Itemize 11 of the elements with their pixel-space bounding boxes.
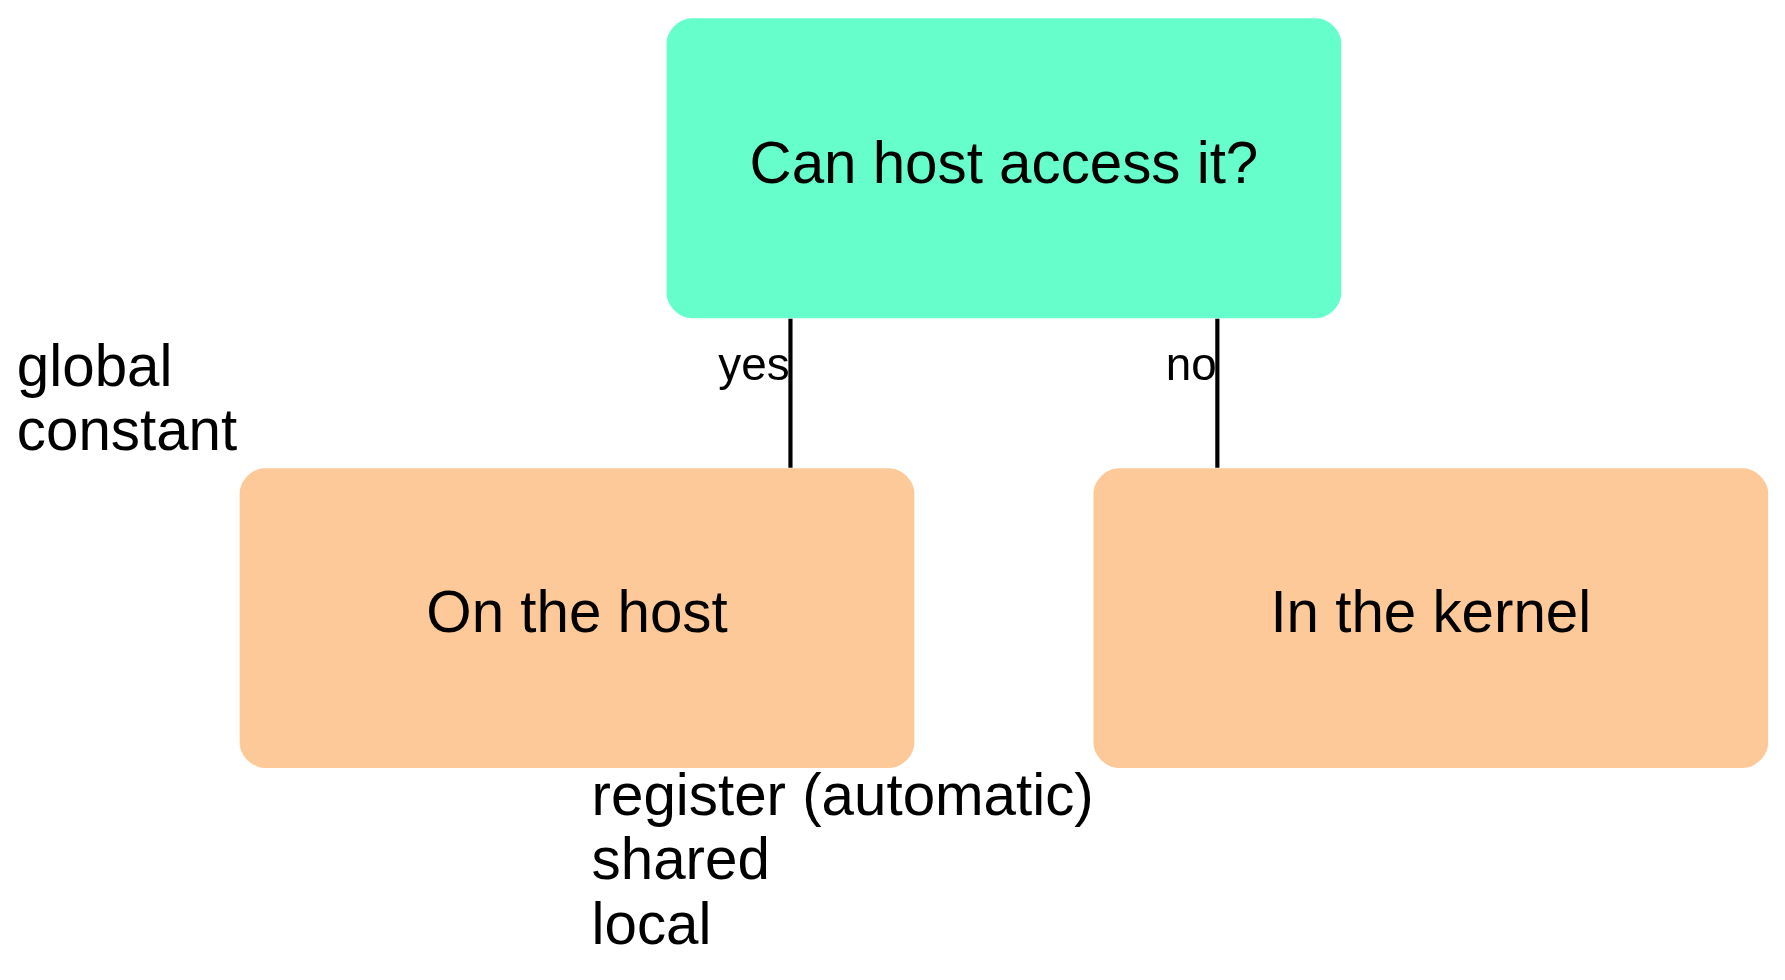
edge-label: yes: [718, 338, 790, 390]
node-label: global: [16, 332, 173, 398]
node-box: Can host access it?: [666, 18, 1342, 319]
node-label: shared: [591, 826, 770, 892]
connector: [1215, 318, 1220, 468]
node-label: local: [591, 890, 712, 956]
connector: [788, 318, 793, 468]
edge-label: no: [1165, 338, 1217, 390]
node-box: On the host: [239, 468, 915, 768]
node-box: In the kernel: [1093, 468, 1769, 768]
node-label: constant: [16, 397, 238, 463]
